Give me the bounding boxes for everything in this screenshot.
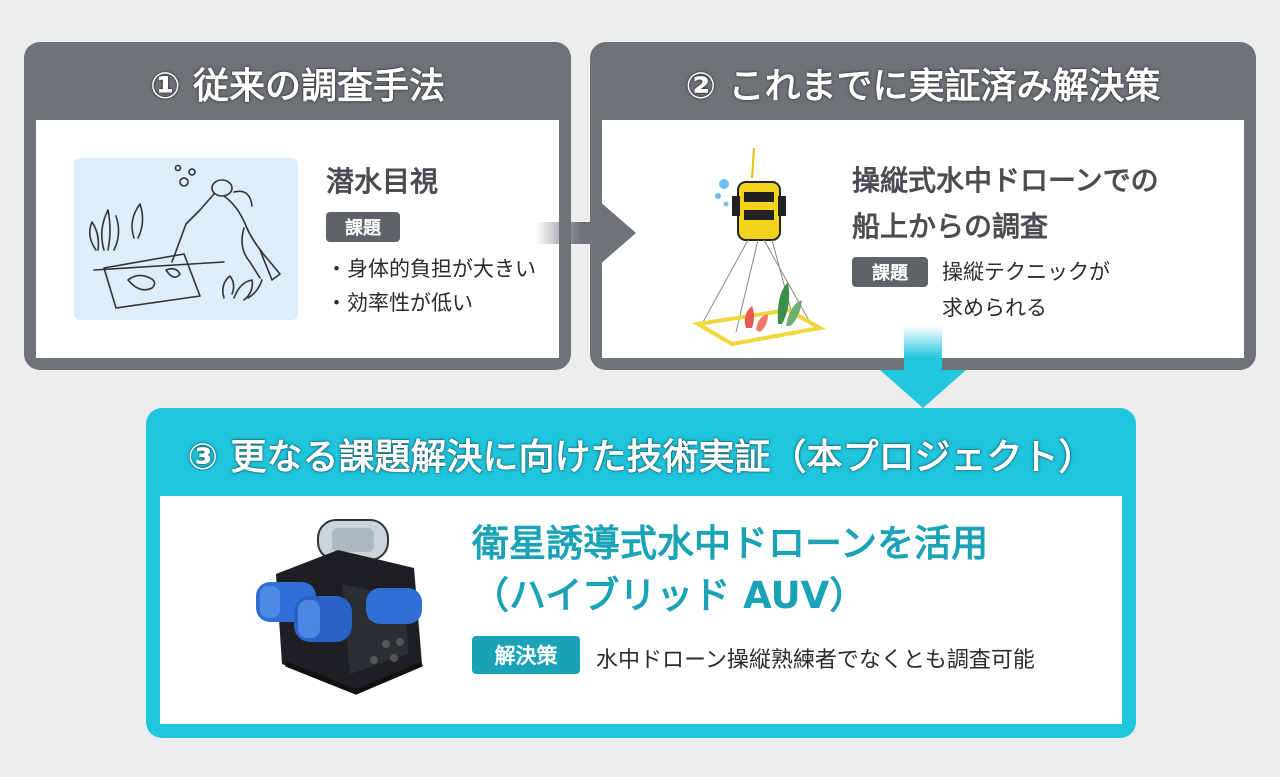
project-title: 衛星誘導式水中ドローンを活用 （ハイブリッド AUV） bbox=[472, 518, 988, 622]
panel-this-project: ③ 更なる課題解決に向けた技術実証（本プロジェクト） bbox=[146, 408, 1136, 738]
diver-illustration bbox=[74, 158, 298, 320]
solution-text: 水中ドローン操縦熟練者でなくとも調査可能 bbox=[596, 648, 1035, 673]
issue-list: ・身体的負担が大きい ・効率性が低い bbox=[326, 252, 536, 320]
text-line: 求められる bbox=[942, 296, 1047, 320]
title-line: 操縦式水中ドローンでの bbox=[852, 164, 1159, 197]
panel-header: ② これまでに実証済み解決策 bbox=[685, 66, 1161, 107]
arrow-down-icon bbox=[880, 326, 966, 408]
auv-icon bbox=[256, 519, 423, 695]
panel-proven-solution: ② これまでに実証済み解決策 bbox=[590, 42, 1256, 370]
solution-badge: 解決策 bbox=[472, 636, 580, 674]
title-line: 衛星誘導式水中ドローンを活用 bbox=[472, 522, 989, 565]
rov-survey-illustration bbox=[692, 147, 842, 348]
list-item: ・効率性が低い bbox=[326, 291, 473, 315]
challenge-text: 操縦テクニックが 求められる bbox=[942, 254, 1172, 326]
solution-title: 操縦式水中ドローンでの 船上からの調査 bbox=[852, 158, 1159, 250]
arrow-right-icon bbox=[536, 200, 636, 266]
panel-header: ① 従来の調査手法 bbox=[149, 66, 445, 107]
hybrid-auv-illustration bbox=[246, 514, 446, 704]
diver-icon bbox=[88, 164, 281, 309]
method-title: 潜水目視 bbox=[326, 165, 439, 198]
panel-body: 衛星誘導式水中ドローンを活用 （ハイブリッド AUV） 解決策 水中ドローン操縦… bbox=[160, 496, 1122, 724]
title-line: （ハイブリッド AUV） bbox=[472, 574, 867, 617]
rov-icon bbox=[692, 147, 826, 347]
panel-body: 潜水目視 課題 ・身体的負担が大きい ・効率性が低い bbox=[36, 120, 559, 358]
panel-body: 操縦式水中ドローンでの 船上からの調査 課題 操縦テクニックが 求められる bbox=[602, 120, 1244, 358]
issue-badge: 課題 bbox=[326, 212, 400, 242]
title-line: 船上からの調査 bbox=[852, 210, 1049, 243]
panel-conventional-method: ① 従来の調査手法 bbox=[24, 42, 571, 370]
issue-badge: 課題 bbox=[852, 257, 928, 287]
text-line: 操縦テクニックが bbox=[942, 260, 1110, 284]
list-item: ・身体的負担が大きい bbox=[326, 257, 536, 281]
panel-header: ③ 更なる課題解決に向けた技術実証（本プロジェクト） bbox=[187, 437, 1095, 478]
